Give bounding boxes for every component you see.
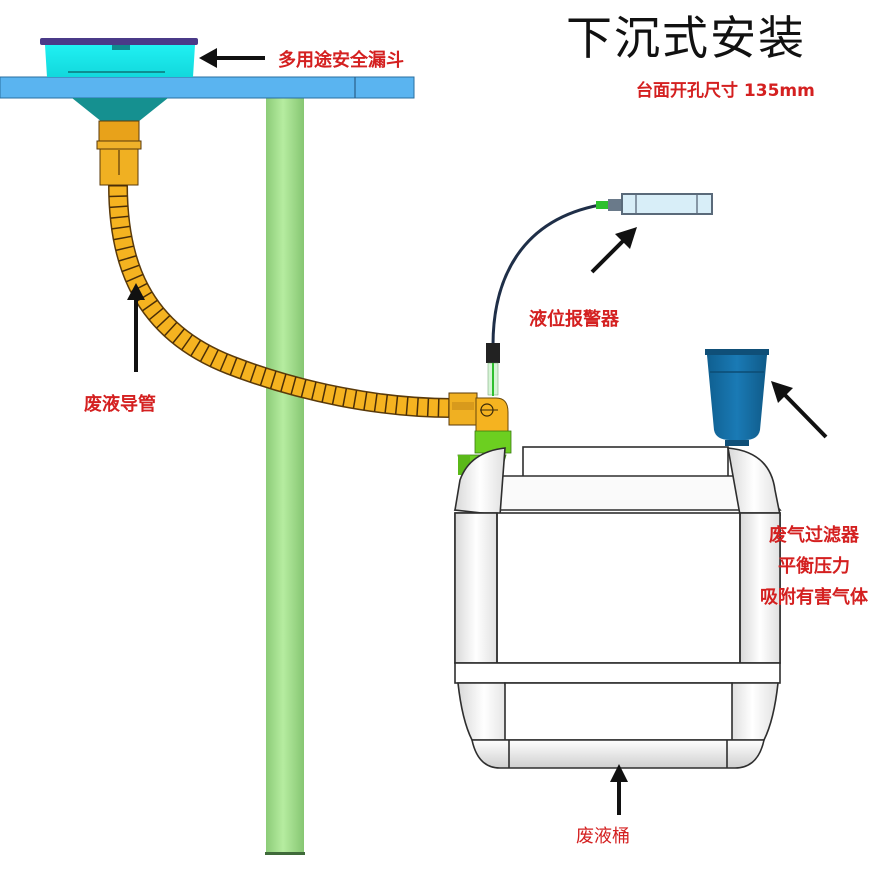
label-gas-filter-line2: 平衡压力 [778,556,850,577]
diagram-title: 下沉式安装 [566,11,806,65]
countertop-hole-size: 台面开孔尺寸 135mm [636,81,815,101]
label-gas-filter-line1: 废气过滤器 [769,525,859,546]
gas-filter [705,349,769,446]
label-waste-bucket: 废液桶 [576,826,630,847]
arrow-waste-tube [127,283,145,372]
arrow-waste-bucket [610,764,628,815]
safety-funnel [40,38,198,186]
arrow-gas-filter [771,381,828,439]
label-waste-tube: 废液导管 [84,394,156,415]
waste-bucket [453,446,782,769]
arrow-funnel [199,48,265,68]
level-alarm-device [486,193,713,396]
arrow-level-alarm [590,227,637,274]
label-safety-funnel: 多用途安全漏斗 [278,50,404,71]
label-gas-filter: 废气过滤器 平衡压力 吸附有害气体 [738,520,890,613]
label-gas-filter-line3: 吸附有害气体 [760,587,868,608]
waste-tube [108,184,453,418]
support-pole [265,97,305,855]
label-level-alarm: 液位报警器 [529,309,619,330]
countertop [0,76,415,99]
